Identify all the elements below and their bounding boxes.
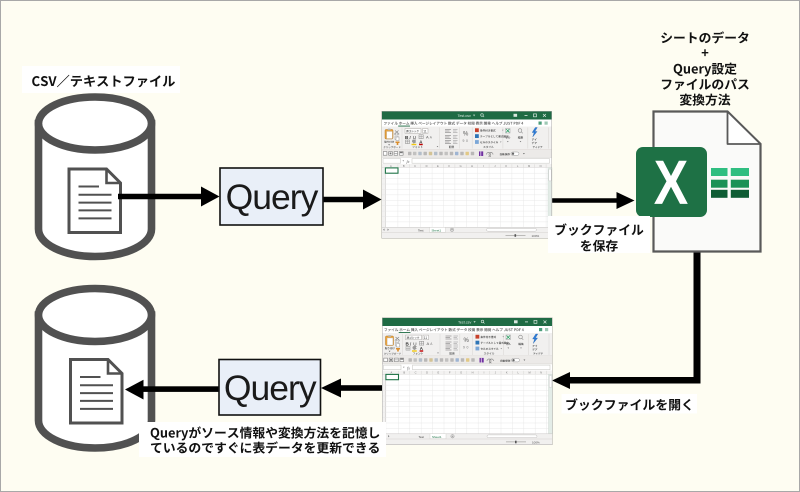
- svg-text:Query: Query: [226, 177, 319, 217]
- svg-text:Query: Query: [224, 368, 317, 408]
